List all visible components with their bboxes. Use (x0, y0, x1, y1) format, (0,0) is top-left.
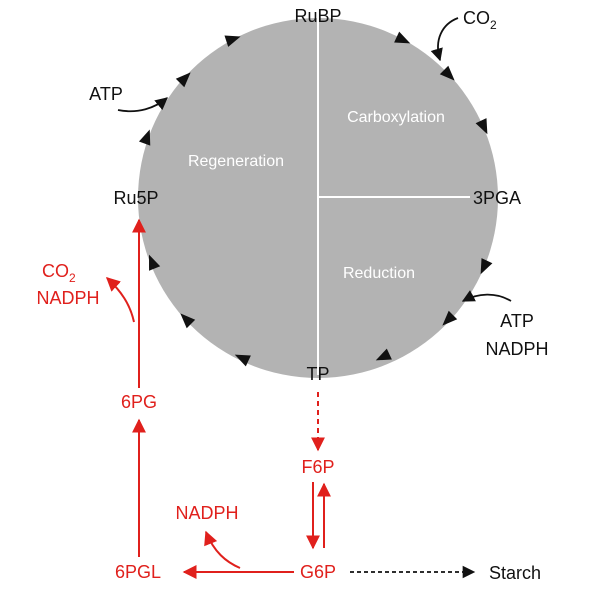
direction-marker (234, 354, 251, 367)
direction-marker (394, 31, 411, 44)
atp-regeneration-arrow (117, 97, 168, 113)
direction-marker (224, 35, 241, 47)
direction-marker (442, 310, 458, 326)
node-label-rubp: RuBP (294, 6, 341, 26)
node-label-ru5p: Ru5P (113, 188, 158, 208)
direction-marker (375, 348, 392, 361)
node-label-tp: TP (306, 364, 329, 384)
direction-marker (175, 72, 191, 88)
direction-marker (180, 313, 196, 329)
product-starch: Starch (489, 563, 541, 583)
output-label-co2: CO2 (42, 261, 76, 285)
direction-marker (475, 118, 488, 135)
cycle-direction-markers (138, 31, 493, 367)
metabolite-g6p: G6P (300, 562, 336, 582)
co2-input-arrow (430, 17, 459, 62)
metabolite-6pg: 6PG (121, 392, 157, 412)
direction-marker (149, 254, 161, 271)
input-label-atp-regeneration: ATP (89, 84, 123, 104)
metabolite-6pgl: 6PGL (115, 562, 161, 582)
output-label-nadph: NADPH (175, 503, 238, 523)
phase-label-regeneration: Regeneration (188, 153, 284, 170)
output-label-nadph-2: NADPH (36, 288, 99, 308)
atp-nadph-reduction-arrow (461, 290, 512, 302)
co2-nadph-output-arrow (105, 277, 135, 323)
nadph-output-arrow (204, 530, 241, 569)
phase-label-carboxylation: Carboxylation (347, 109, 445, 126)
input-label-atp-reduction: ATP (500, 311, 534, 331)
direction-marker (138, 129, 151, 146)
input-label-co2: CO2 (463, 8, 497, 32)
node-label-3pga: 3PGA (473, 188, 521, 208)
input-label-nadph-reduction: NADPH (485, 339, 548, 359)
direction-marker (439, 65, 455, 81)
metabolite-f6p: F6P (301, 457, 334, 477)
direction-marker (480, 258, 493, 275)
phase-label-reduction: Reduction (343, 265, 415, 282)
